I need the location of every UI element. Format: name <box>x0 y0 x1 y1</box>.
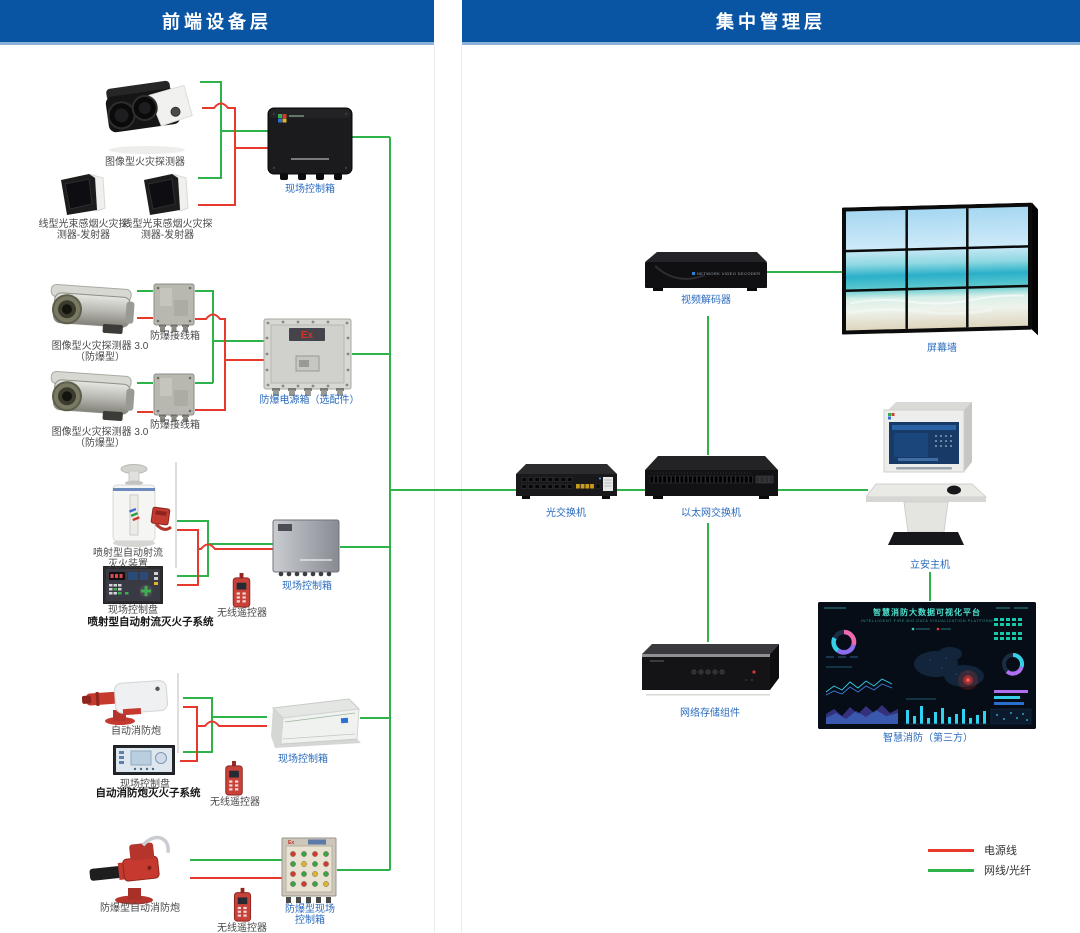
central-management-layer-header: 集中管理层 <box>462 0 1080 45</box>
ex-junction-box-1-label: 防爆接线箱 <box>150 331 200 342</box>
platform-screen-subtitle: INTELLIGENT FIRE BIG DATA VISUALIZATION … <box>860 618 994 623</box>
power-line-swatch <box>928 848 974 852</box>
control-panel-2-label: 现场控制盘 <box>120 779 170 790</box>
ex-site-control-box-label-line2: 控制箱 <box>295 915 325 926</box>
front-device-layer-header: 前端设备层 <box>0 0 434 45</box>
ex-site-control-box-label: 防爆型现场 控制箱 <box>281 904 339 926</box>
front-device-layer-title: 前端设备层 <box>162 12 272 32</box>
ex-junction-box-1-photo <box>152 282 196 332</box>
ex-camera-2-label-line2: （防爆型） <box>75 438 125 449</box>
site-control-box-1-photo <box>266 106 354 182</box>
beam-detector-b-label-line1: 线型光束感烟火灾探 <box>122 219 213 230</box>
beam-detector-a-label: 线型光束感烟火灾探 测器-发射器 <box>36 219 131 241</box>
bracket-lines <box>175 462 179 753</box>
screen-wall-label: 屏幕墙 <box>927 343 957 354</box>
lian-host-photo <box>866 400 990 558</box>
wireless-remote-2-label: 无线遥控器 <box>210 797 260 808</box>
wireless-remote-3-photo <box>233 886 252 924</box>
beam-detector-a-label-line1: 线型光束感烟火灾探 <box>38 219 129 230</box>
ex-power-box-label: 防爆电源箱（选配件） <box>259 395 360 406</box>
image-fire-detector-photo <box>85 70 205 158</box>
site-control-box-3-label: 现场控制箱 <box>278 754 328 765</box>
control-panel-2-photo <box>113 745 175 775</box>
control-panel-1-photo <box>103 566 163 604</box>
beam-detector-a-label-line2: 测器-发射器 <box>56 230 111 241</box>
platform-screen-title: 智慧消防大数据可视化平台 <box>873 608 981 617</box>
lian-host-label: 立安主机 <box>910 560 950 571</box>
jet-extinguisher-label: 喷射型自动射流 灭火装置 <box>86 548 170 570</box>
ex-camera-1-photo <box>46 282 138 338</box>
beam-detector-b-label-line2: 测器-发射器 <box>140 230 195 241</box>
ex-camera-2-photo <box>46 368 138 426</box>
network-line-label: 网线/光纤 <box>984 865 1032 877</box>
jet-extinguisher-label-line2: 灭火装置 <box>108 559 148 570</box>
fire-cannon-photo <box>82 672 184 726</box>
ex-cannon-label: 防爆型自动消防炮 <box>100 903 180 914</box>
ex-camera-1-label-line1: 图像型火灾探测器 3.0 <box>51 341 149 352</box>
site-control-box-3-photo <box>265 692 361 748</box>
beam-detector-a-photo <box>55 170 111 220</box>
power-line-label: 电源线 <box>984 845 1017 857</box>
jet-subsystem-title: 喷射型自动射流灭火子系统 <box>87 616 214 628</box>
ethernet-switch-label: 以太网交换机 <box>681 508 741 519</box>
image-fire-detector-label: 图像型火灾探测器 <box>105 157 185 168</box>
control-panel-1-label: 现场控制盘 <box>108 605 158 616</box>
fire-cannon-label: 自动消防炮 <box>111 726 161 737</box>
site-control-box-2-label: 现场控制箱 <box>282 581 332 592</box>
video-decoder-label: 视频解码器 <box>681 295 731 306</box>
wireless-remote-1-photo <box>231 573 252 608</box>
legend-power-row: 电源线 <box>928 840 1031 860</box>
ex-camera-2-label: 图像型火灾探测器 3.0 （防爆型） <box>48 427 152 449</box>
beam-detector-b-label: 线型光束感烟火灾探 测器-发射器 <box>120 219 215 241</box>
beam-detector-b-photo <box>137 170 195 220</box>
wireless-remote-1-label: 无线遥控器 <box>217 608 267 619</box>
ex-junction-box-2-label: 防爆接线箱 <box>150 420 200 431</box>
network-wires <box>137 81 931 871</box>
legend-network-row: 网线/光纤 <box>928 860 1031 880</box>
video-decoder-front-text: NETWORK VIDEO DECODER <box>697 271 761 276</box>
ex-cannon-photo <box>88 834 190 906</box>
ex-camera-1-label-line2: （防爆型） <box>75 352 125 363</box>
wireless-remote-2-photo <box>224 761 244 796</box>
ethernet-switch-photo <box>645 452 778 504</box>
legend: 电源线 网线/光纤 <box>928 840 1031 880</box>
network-line-swatch <box>928 868 974 872</box>
smart-fire-platform-photo: 智慧消防大数据可视化平台 INTELLIGENT FIRE BIG DATA V… <box>818 602 1036 729</box>
screen-wall-photo <box>842 202 1038 340</box>
central-management-layer-title: 集中管理层 <box>716 12 826 32</box>
ex-camera-2-label-line1: 图像型火灾探测器 3.0 <box>51 427 149 438</box>
ex-mark-small: Ex <box>288 840 294 846</box>
site-control-box-1-label: 现场控制箱 <box>285 184 335 195</box>
cannon-subsystem-title: 自动消防炮灭火子系统 <box>95 787 201 799</box>
wireless-remote-3-label: 无线遥控器 <box>217 923 267 933</box>
ex-mark: Ex <box>301 330 314 341</box>
optical-switch-photo <box>516 460 617 504</box>
power-wires <box>137 102 282 879</box>
network-storage-label: 网络存储组件 <box>680 708 740 719</box>
ex-camera-1-label: 图像型火灾探测器 3.0 （防爆型） <box>48 341 152 363</box>
jet-extinguisher-photo <box>96 462 176 548</box>
optical-switch-label: 光交换机 <box>546 508 586 519</box>
video-decoder-photo: NETWORK VIDEO DECODER <box>645 250 767 292</box>
network-storage-photo <box>642 642 779 702</box>
jet-extinguisher-label-line1: 喷射型自动射流 <box>93 548 163 559</box>
site-control-box-2-photo <box>272 519 340 577</box>
ex-power-box-photo: Ex <box>263 318 352 396</box>
ex-junction-box-2-photo <box>152 372 196 422</box>
ex-site-control-box-photo: Ex <box>280 836 338 904</box>
ex-site-control-box-label-line1: 防爆型现场 <box>285 904 335 915</box>
smart-fire-platform-label: 智慧消防（第三方） <box>883 733 973 744</box>
